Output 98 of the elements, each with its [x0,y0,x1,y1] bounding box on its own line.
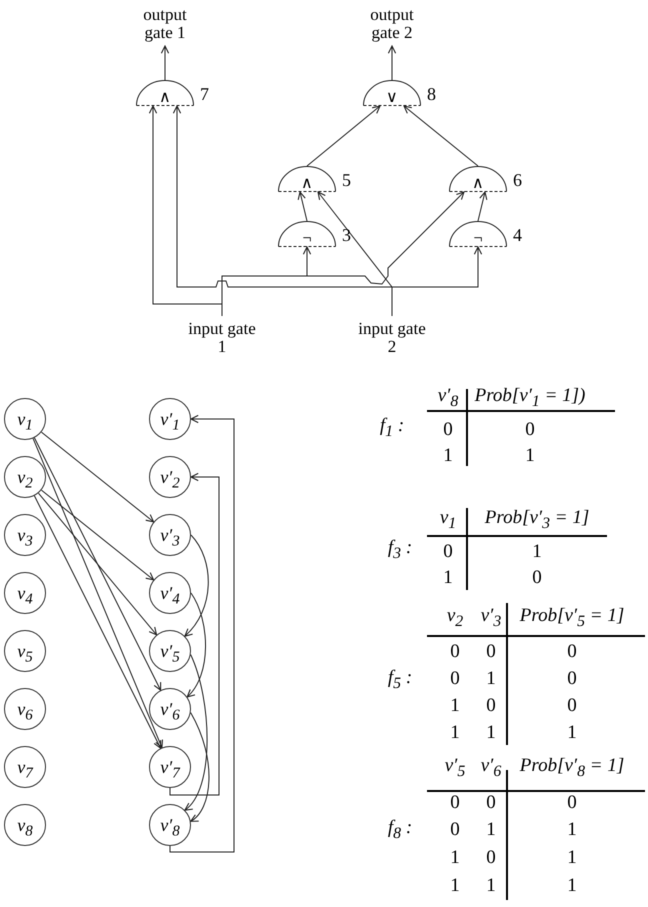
variable-node: v$_{2}$ [4,456,46,498]
column-header: v′$_{3}$ [480,605,502,631]
column-header: v′$_{6}$ [480,755,502,781]
table-cell: 1 [486,668,496,690]
gate-label: input gate 2 [357,316,427,360]
table-cell: 0 [486,792,496,814]
logic-gate: ¬ [449,221,507,247]
arrow [403,105,478,166]
logic-gate: ¬ [278,221,336,247]
variable-node: v′$_{7}$ [149,746,191,788]
logic-gate: ∧ [136,80,194,106]
table-cell: 0 [567,641,577,663]
column-header: v′$_{8}$ [438,385,458,411]
variable-node: v′$_{6}$ [149,688,191,730]
function-label: f$_{3}$ : [388,537,412,563]
gate-label: output gate 1 [133,2,197,46]
table-cell: 0 [450,792,460,814]
function-label: f$_{8}$ : [388,817,412,843]
arrow [38,492,158,636]
table-cell: 0 [443,419,453,441]
table-cell: 1 [567,847,577,869]
arrow [186,592,206,698]
variable-node: v$_{4}$ [4,572,46,614]
table-cell: 0 [567,668,577,690]
arrow [170,414,234,852]
column-header: v$_{1}$ [440,507,456,533]
arrow [184,534,209,637]
table-cell: 0 [567,695,577,717]
gate-label: input gate 1 [187,316,257,360]
gate-label: output gate 2 [360,2,424,46]
arrow [222,191,465,316]
table-cell: 1 [486,875,496,897]
gate-number: 6 [513,170,522,191]
function-label: f$_{5}$ : [388,667,412,693]
arrow [388,45,396,80]
variable-node: v′$_{8}$ [149,804,191,846]
arrow [40,490,154,580]
column-header: Prob[v′$_{1}$ = 1]) [474,385,586,411]
gate-number: 7 [200,84,209,105]
table-cell: 1 [450,722,460,744]
table-cell: 1 [450,695,460,717]
arrow [160,45,170,80]
variable-node: v′$_{1}$ [149,398,191,440]
logic-gate: ∧ [278,166,336,192]
variable-node: v$_{6}$ [4,688,46,730]
gate-number: 8 [427,84,436,105]
table-cell: 0 [450,819,460,841]
table-cell: 0 [486,641,496,663]
table-cell: 1 [450,875,460,897]
table-cell: 1 [486,819,496,841]
arrow [170,472,220,796]
logic-gate: ∧ [449,166,507,192]
column-header: v′$_{5}$ [444,755,466,781]
gate-number: 5 [342,170,351,191]
gate-number: 4 [513,225,522,246]
variable-node: v′$_{3}$ [149,514,191,556]
table-cell: 1 [567,722,577,744]
arrow [317,191,392,316]
arrow [190,712,210,822]
variable-node: v$_{3}$ [4,514,46,556]
table-cell: 0 [532,567,542,589]
variable-node: v′$_{4}$ [149,572,191,614]
variable-node: v$_{5}$ [4,630,46,672]
logic-gate: ∨ [363,80,421,106]
table-cell: 1 [525,445,535,467]
table-cell: 0 [450,641,460,663]
variable-node: v$_{8}$ [4,804,46,846]
arrow [32,438,164,748]
variable-node: v′$_{2}$ [149,456,191,498]
arrow [298,191,308,222]
column-header: Prob[v′$_{8}$ = 1] [520,755,624,781]
table-cell: 1 [532,541,542,563]
column-header: Prob[v′$_{3}$ = 1] [484,507,590,533]
arrow [34,437,162,691]
table-cell: 1 [567,875,577,897]
function-label: f$_{1}$ : [380,415,404,441]
arrow [306,105,381,166]
table-cell: 1 [443,445,453,467]
table-cell: 0 [443,541,453,563]
gate-number: 3 [342,225,351,246]
column-header: Prob[v′$_{5}$ = 1] [520,605,624,631]
table-cell: 1 [450,847,460,869]
column-header: v$_{2}$ [446,605,464,631]
table-cell: 1 [443,567,453,589]
table-cell: 1 [567,819,577,841]
arrow [478,191,488,222]
arrow [184,654,208,811]
variable-node: v$_{1}$ [4,398,46,440]
table-cell: 0 [525,419,535,441]
variable-node: v′$_{5}$ [149,630,191,672]
table-cell: 0 [450,668,460,690]
arrow [34,495,162,749]
table-cell: 1 [486,722,496,744]
table-cell: 0 [567,792,577,814]
variable-node: v$_{7}$ [4,746,46,788]
table-cell: 0 [486,847,496,869]
arrow [40,432,154,522]
table-cell: 0 [486,695,496,717]
